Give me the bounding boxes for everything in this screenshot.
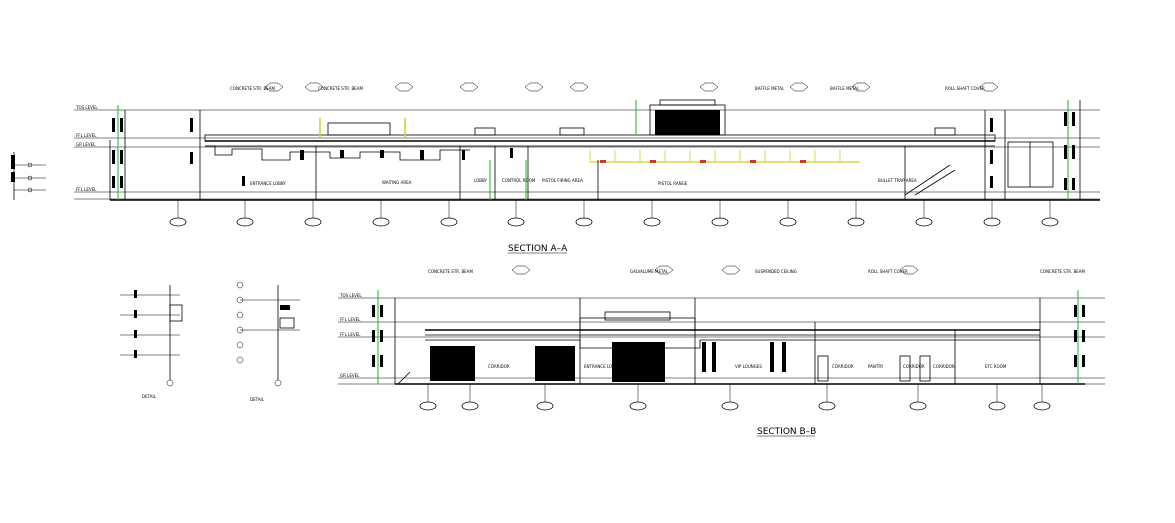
level-aa-gr: GR LEVEL: [76, 142, 96, 147]
detail-1: DETAIL: [120, 285, 183, 399]
callout-bb-4: ROLL SHAFT COVER: [868, 269, 908, 274]
callout-bb-3: SUSPENDED CEILING: [755, 269, 797, 274]
callout-aa-1: CONCRETE STR. BEAM: [230, 86, 275, 91]
section-aa-grid-bubbles: [169, 200, 1059, 227]
detail-2: DETAIL: [236, 281, 300, 402]
room-bb-corridor-3: CORRIDOR: [903, 364, 925, 369]
left-level-marker: [11, 152, 46, 200]
room-bb-etc-room: ETC ROOM: [985, 364, 1007, 369]
room-aa-control-room: CONTROL ROOM: [502, 178, 536, 183]
callout-aa-2: CONCRETE STR. BEAM: [318, 86, 363, 91]
room-bb-vip-lounges: VIP LOUNGES: [735, 364, 762, 369]
callout-aa-3: BAFFLE METAL: [755, 86, 785, 91]
section-aa-drawing: CONCRETE STR. BEAM CONCRETE STR. BEAM BA…: [74, 82, 1100, 227]
room-bb-entrance-lobby: ENTRANCE LOBBY: [584, 364, 620, 369]
level-bb-tos: TOS LEVEL: [339, 293, 362, 298]
level-bb-ffl-2: FFL LEVEL: [340, 332, 361, 337]
section-bb-drawing: CONCRETE STR. BEAM GALVALUME METAL SUSPE…: [338, 265, 1105, 411]
room-aa-bullet-trap: BULLET TRAP AREA: [878, 178, 917, 183]
room-bb-corridor-2: CORRIDOR: [832, 364, 854, 369]
level-aa-tos: TOS LEVEL: [75, 105, 98, 110]
room-aa-pistol-range: PISTOL RANGE: [658, 181, 688, 186]
room-aa-pistol-firing: PISTOL FIRING AREA: [542, 178, 583, 183]
section-bb-grid-bubbles: [419, 384, 1051, 411]
callout-aa-5: ROLL SHAFT COVER: [945, 86, 985, 91]
callout-bb-5: CONCRETE STR. BEAM: [1040, 269, 1085, 274]
level-bb-ffl: FFL LEVEL: [340, 317, 361, 322]
level-bb-gr: GR LEVEL: [340, 373, 360, 378]
room-aa-entrance-lobby: ENTRANCE LOBBY: [250, 181, 286, 186]
detail-1-label: DETAIL: [142, 394, 157, 399]
section-aa-callout-tags: [264, 82, 999, 92]
level-aa-ffl: FFL LEVEL: [76, 133, 97, 138]
level-aa-ffl-2: FFL LEVEL: [76, 187, 97, 192]
room-bb-corridor-1: CORRIDOR: [488, 364, 510, 369]
section-bb-title: SECTION B–B: [757, 427, 816, 437]
section-aa-title: SECTION A–A: [508, 244, 568, 254]
callout-aa-4: BAFFLE METAL: [830, 86, 860, 91]
room-bb-pantry: PANTRY: [868, 364, 884, 369]
room-aa-waiting-area: WAITING AREA: [382, 180, 412, 185]
room-aa-lobby: LOBBY: [474, 178, 488, 183]
callout-bb-2: GALVALUME METAL: [630, 269, 669, 274]
room-bb-corridor-4: CORRIDOR: [933, 364, 955, 369]
detail-2-label: DETAIL: [250, 397, 265, 402]
light-fixture-row: [589, 150, 860, 163]
callout-bb-1: CONCRETE STR. BEAM: [428, 269, 473, 274]
